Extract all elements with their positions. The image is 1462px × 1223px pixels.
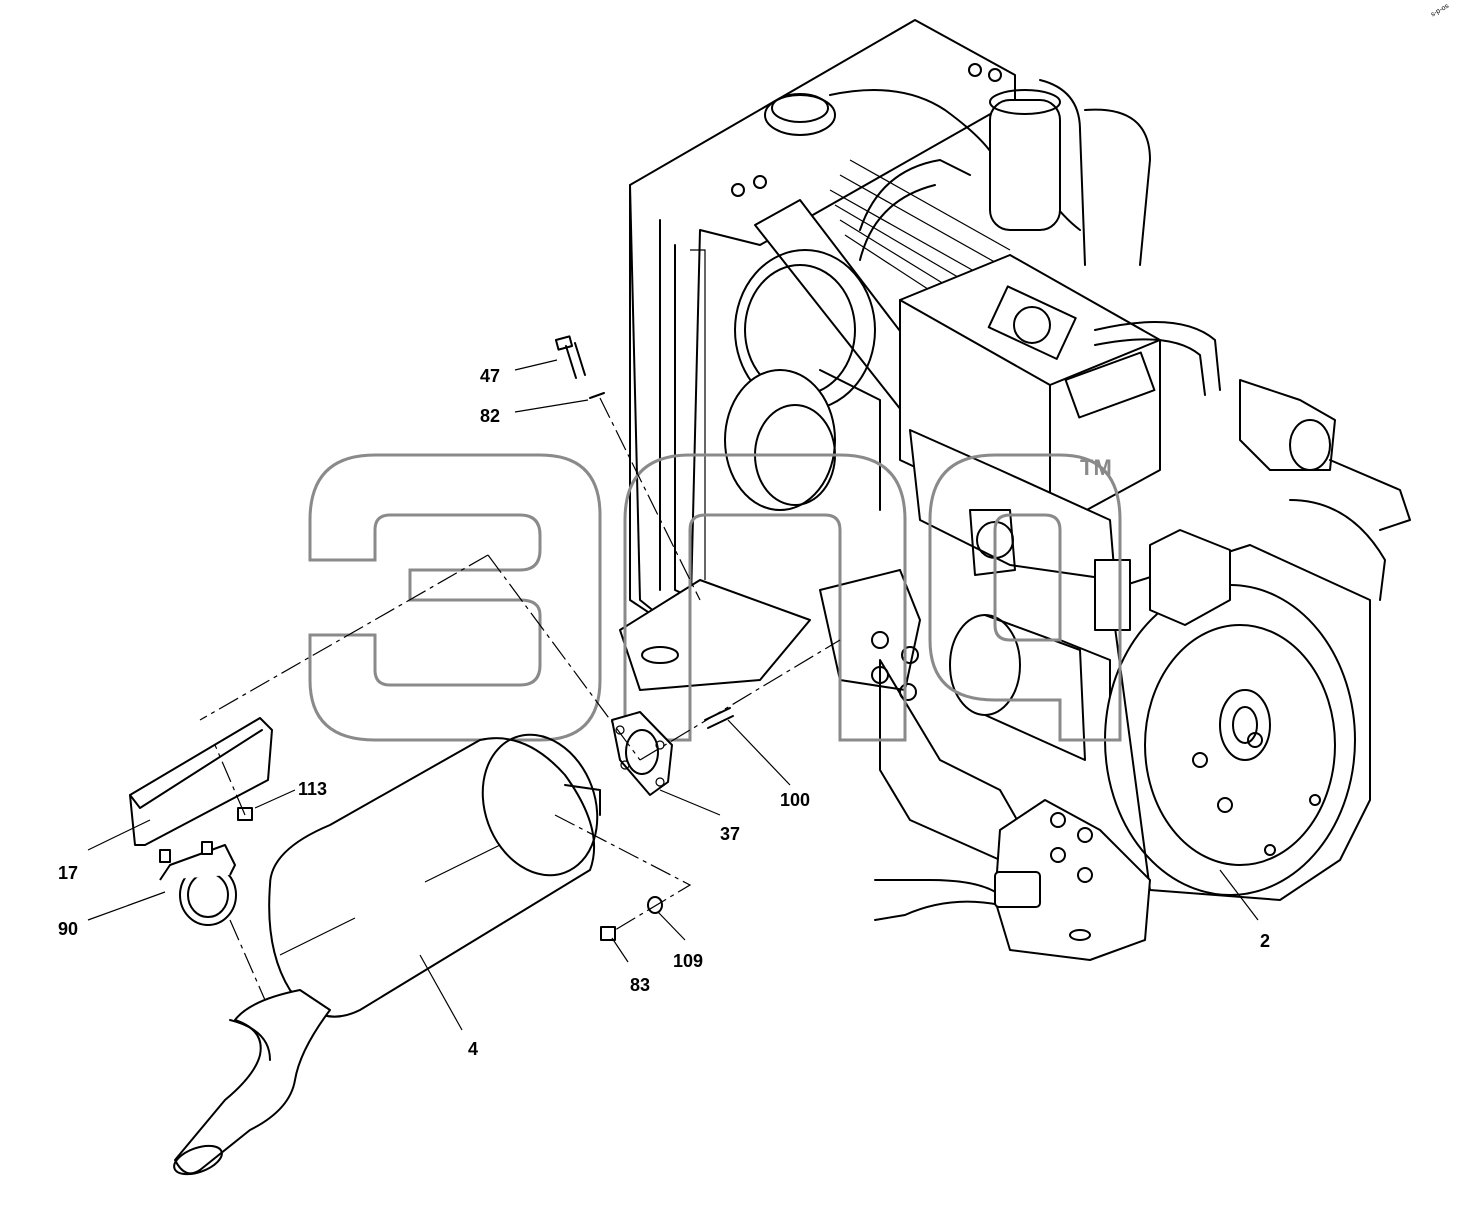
washer-82 [589,392,605,399]
clamp-90 [159,841,237,926]
callout-47: 47 [480,366,500,386]
bolt-47 [554,335,586,379]
callout-2: 2 [1260,931,1270,951]
gasket-37 [611,711,673,796]
washer-109 [647,896,663,914]
callout-17: 17 [58,863,78,883]
callout-113: 113 [298,779,327,799]
muffler-4 [173,733,601,1176]
callout-37: 37 [720,824,740,844]
callout-83: 83 [630,975,650,995]
engine-assembly [619,19,1411,961]
callout-109: 109 [673,951,703,971]
heat-shield-17 [129,717,273,846]
leader-lines [87,359,1259,1031]
nut-83 [600,926,616,941]
watermark-logo: TM [308,453,1122,742]
callout-4: 4 [468,1039,478,1059]
callout-labels: 47 82 113 17 90 37 100 109 83 4 2 [58,366,1270,1059]
callout-100: 100 [780,790,810,810]
corner-code: s-p-os [1430,2,1451,18]
callout-82: 82 [480,406,500,426]
callout-90: 90 [58,919,78,939]
assembly-guide-lines [199,397,841,1001]
watermark-trademark: TM [1080,455,1112,480]
